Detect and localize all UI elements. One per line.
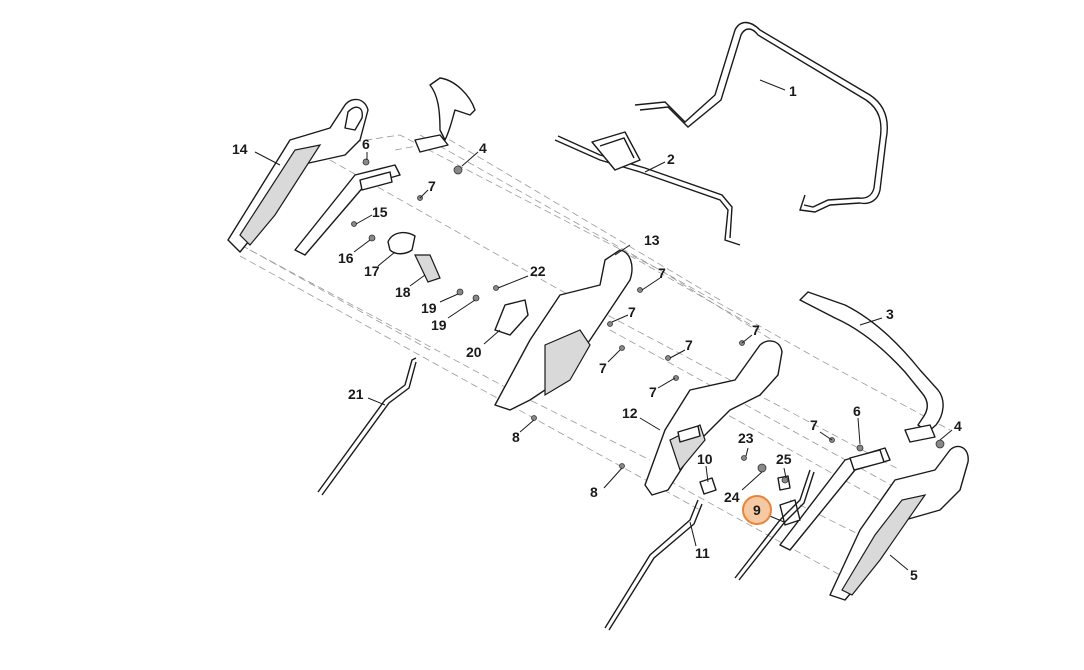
callout-9: 9 [753,502,761,518]
leader-lines [254,79,953,571]
callout-7c: 7 [599,360,607,376]
callout-7b: 7 [628,304,636,320]
highlighted-callout-circle [742,495,772,525]
callout-25: 25 [776,451,792,467]
knob-assembly [387,231,529,336]
callout-8b: 8 [590,484,598,500]
callout-10: 10 [697,451,713,467]
callout-23: 23 [738,430,754,446]
callout-19b: 19 [431,317,447,333]
callout-13: 13 [644,232,660,248]
callout-17: 17 [364,263,380,279]
part-3-handle-tube [799,291,944,433]
callout-2: 2 [667,151,675,167]
callout-7d: 7 [658,265,666,281]
callout-8a: 8 [512,429,520,445]
callout-4b: 4 [954,418,962,434]
callout-1: 1 [789,83,797,99]
part-9-grip [699,475,801,526]
callout-6b: 6 [853,403,861,419]
callout-11: 11 [695,545,710,561]
part-2-bail-bar [554,131,741,246]
part-12-lower-housing [644,340,783,496]
callout-19a: 19 [421,300,437,316]
callout-4a: 4 [479,140,487,156]
callout-7f: 7 [649,384,657,400]
callout-6a: 6 [362,136,370,152]
callout-12: 12 [622,405,638,421]
callout-5: 5 [910,567,918,583]
part-5-right-cover [829,445,969,601]
callout-labels: 1 2 3 4 4 5 6 6 7 7 7 7 7 7 7 7 8 8 9 10… [232,83,962,583]
callout-15: 15 [372,204,388,220]
left-handle-bracket [294,77,476,256]
callout-7h: 7 [810,417,818,433]
right-handle-bracket [779,424,936,551]
callout-20: 20 [466,344,482,360]
part-13-center-housing [494,249,633,411]
callout-18: 18 [395,284,411,300]
callout-3: 3 [886,306,894,322]
callout-7g: 7 [752,322,760,338]
cables [317,357,815,631]
callout-14: 14 [232,141,248,157]
part-1-handle-bar [634,21,888,213]
callout-24: 24 [724,489,740,505]
part-14-left-cover [227,98,369,253]
callout-7a: 7 [428,178,436,194]
callout-16: 16 [338,250,354,266]
callout-22: 22 [530,263,546,279]
callout-21: 21 [348,386,364,402]
assembly-guide-lines [231,134,951,576]
callout-7e: 7 [685,337,693,353]
